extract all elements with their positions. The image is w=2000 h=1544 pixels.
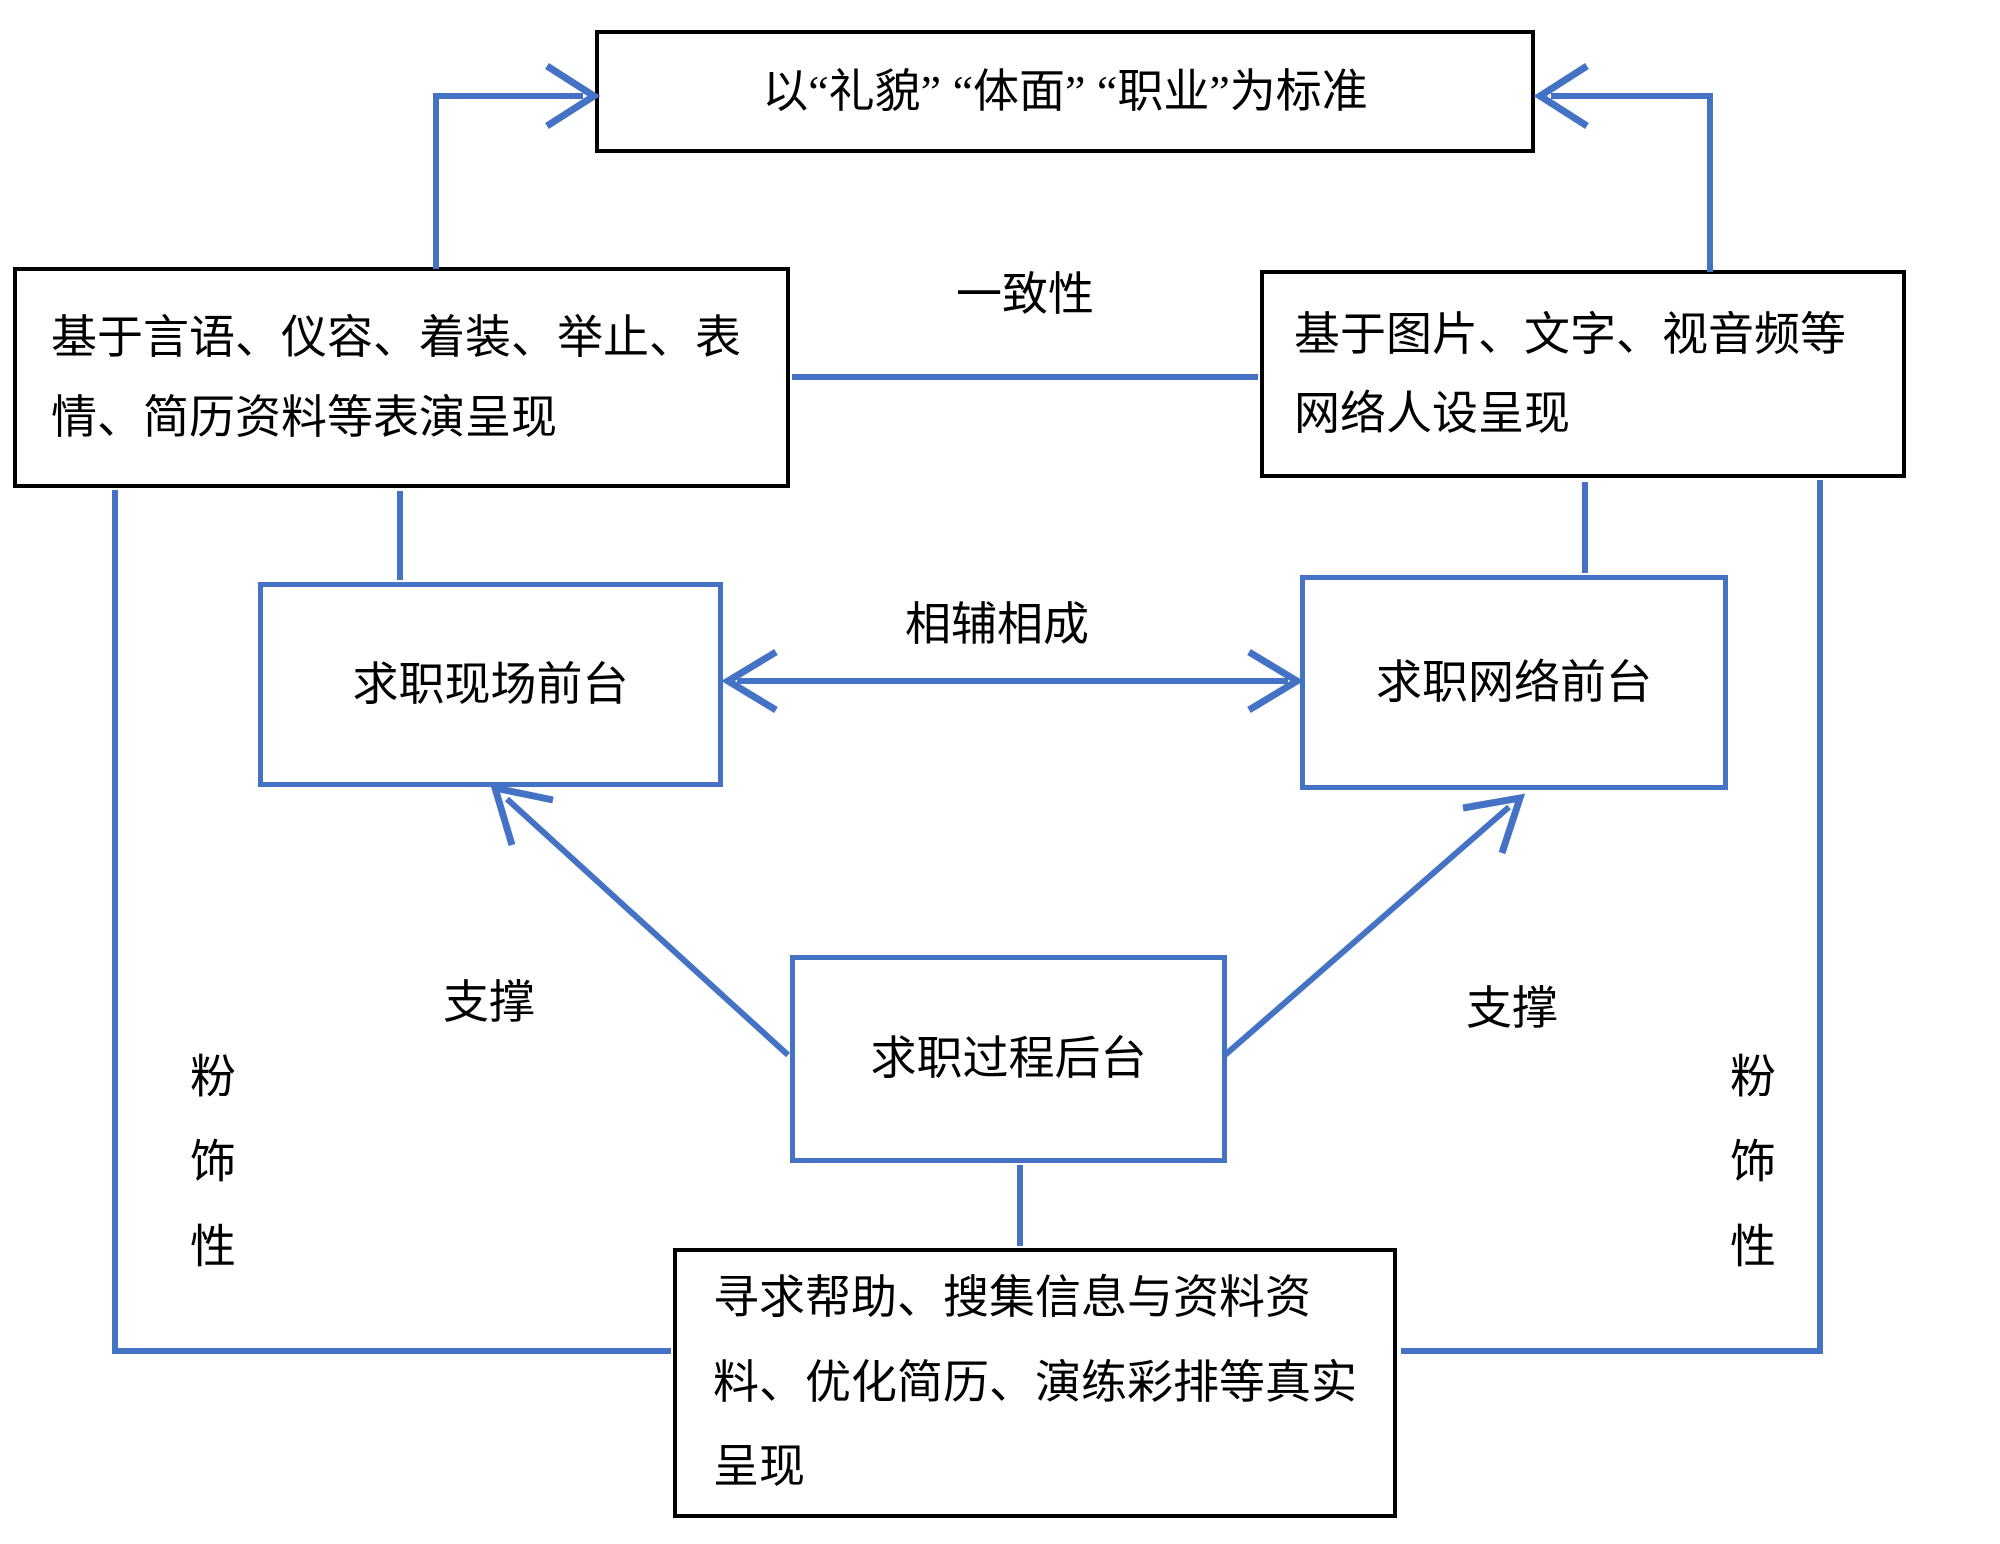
connector-onsite-to-standard [433,93,583,269]
arrow-head-right-icon [545,63,601,129]
onsite-performance-box: 基于言语、仪容、着装、举止、表情、简历资料等表演呈现 [13,267,790,488]
connector-support-left [504,796,791,1058]
consistency-label: 一致性 [956,269,1094,320]
arrow-head-right-icon [1247,649,1304,713]
backstage-work-text: 寻求帮助、搜集信息与资料资料、优化简历、演练彩排等真实呈现 [713,1272,1357,1493]
support-label-right: 支撑 [1466,983,1558,1034]
veneer-label-left: 粉饰性 [184,1052,235,1307]
standard-text: 以“礼貌” “体面” “职业”为标准 [762,65,1368,117]
backstage-box: 求职过程后台 [790,955,1227,1163]
online-persona-text: 基于图片、文字、视音频等网络人设呈现 [1294,308,1846,439]
veneer-label-right: 粉饰性 [1724,1052,1775,1307]
online-frontstage-text: 求职网络前台 [1376,656,1652,708]
online-persona-box: 基于图片、文字、视音频等网络人设呈现 [1260,270,1906,478]
arrow-head-left-icon [721,649,778,713]
arrow-head-left-icon [1533,63,1589,129]
arrow-head-up-left-icon [489,783,554,847]
backstage-work-box: 寻求帮助、搜集信息与资料资料、优化简历、演练彩排等真实呈现 [673,1248,1397,1518]
onsite-performance-text: 基于言语、仪容、着装、举止、表情、简历资料等表演呈现 [51,312,741,443]
online-frontstage-box: 求职网络前台 [1300,575,1728,790]
arrow-head-up-right-icon [1462,793,1526,855]
support-label-left: 支撑 [443,977,535,1028]
standard-box: 以“礼貌” “体面” “职业”为标准 [595,30,1535,153]
onsite-frontstage-box: 求职现场前台 [258,582,723,787]
backstage-text: 求职过程后台 [870,1033,1147,1085]
connector-online-to-standard [1551,93,1713,272]
onsite-frontstage-text: 求职现场前台 [352,658,629,710]
mutual-complement-label: 相辅相成 [905,599,1089,650]
